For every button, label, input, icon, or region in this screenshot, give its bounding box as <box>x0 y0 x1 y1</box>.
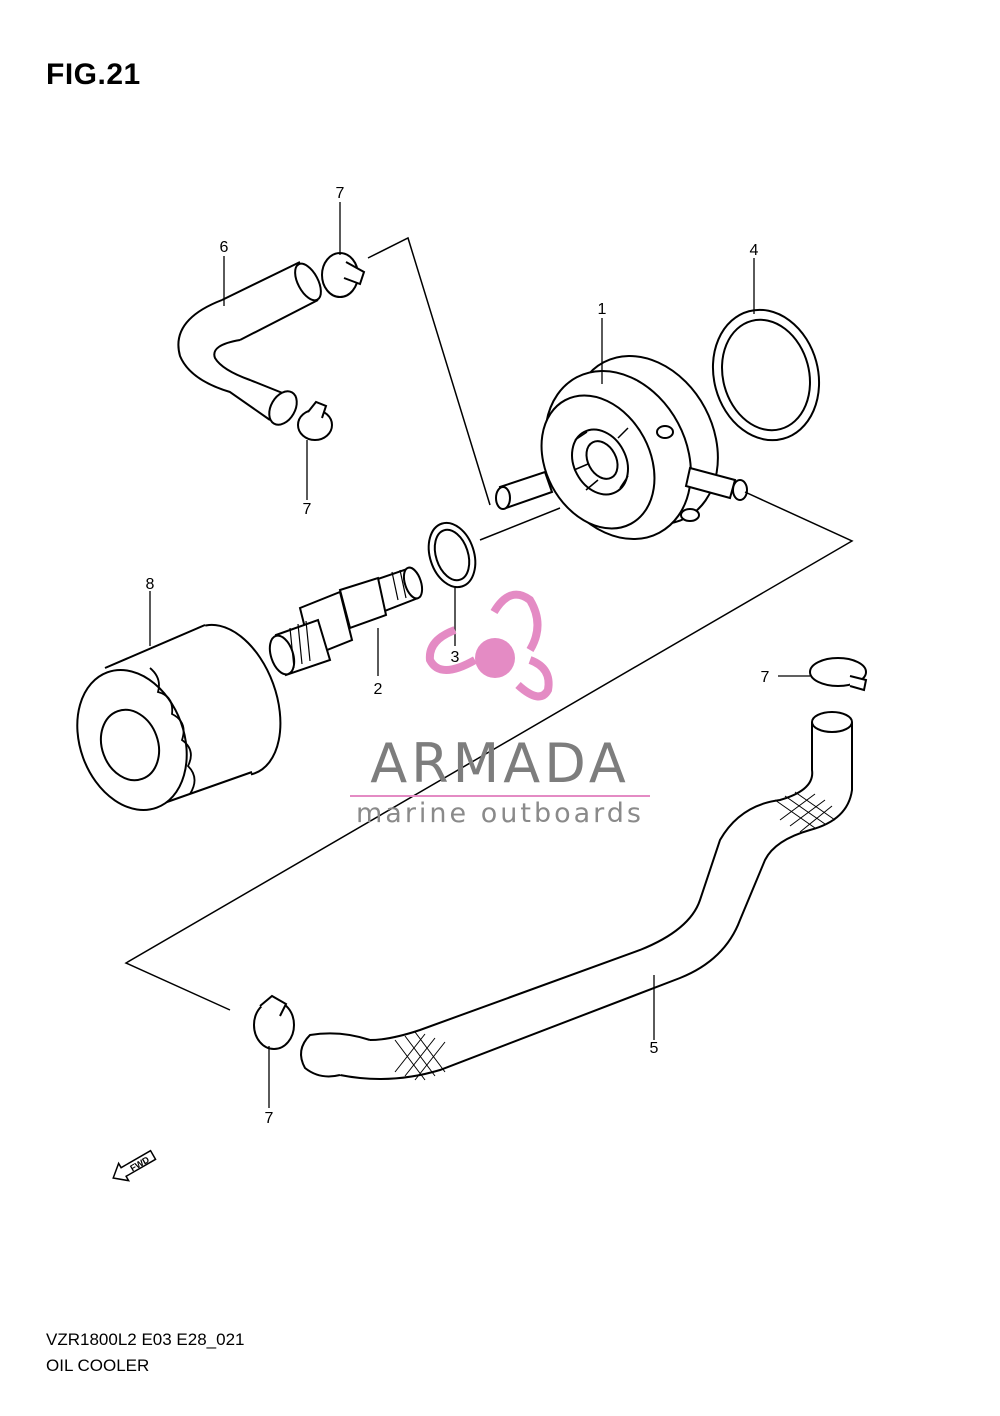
hose-clamp-top <box>321 252 366 298</box>
callout-7-lower: 7 <box>265 1110 274 1127</box>
watermark-brand: ARMADA <box>370 732 630 795</box>
callout-6: 6 <box>220 239 229 256</box>
callout-3: 3 <box>451 649 460 666</box>
callout-8: 8 <box>146 576 155 593</box>
hose-short-part <box>177 261 322 426</box>
watermark-tagline: marine outboards <box>356 798 644 829</box>
callout-7-upper-left: 7 <box>303 501 312 518</box>
section-name: OIL COOLER <box>46 1356 150 1375</box>
callout-7-right: 7 <box>761 669 770 686</box>
watermark: ARMADA marine outboards <box>350 590 650 829</box>
hose-clamp-upper-left <box>297 400 333 441</box>
propeller-icon <box>425 590 553 701</box>
callout-leader-lines <box>149 202 810 1108</box>
hose-long-part <box>300 711 853 1081</box>
callout-1: 1 <box>598 301 607 318</box>
callout-7-top: 7 <box>336 185 345 202</box>
hose-clamp-lower <box>253 994 295 1050</box>
callout-5: 5 <box>650 1040 659 1057</box>
hose-clamp-right <box>809 657 868 692</box>
callout-numbers: 1 2 3 4 5 6 7 7 7 7 8 <box>146 185 770 1127</box>
assembly-reference-lines <box>124 236 854 1011</box>
o-ring-large-part <box>711 308 821 442</box>
oil-cooler-part <box>495 354 748 541</box>
o-ring-small-part <box>427 521 477 589</box>
callout-4: 4 <box>750 242 759 259</box>
union-bolt-part <box>268 566 424 677</box>
figure-title: FIG.21 <box>46 58 141 91</box>
fwd-arrow-icon: FWD <box>112 1149 157 1182</box>
model-code: VZR1800L2 E03 E28_021 <box>46 1330 245 1349</box>
oil-filter-part <box>76 623 282 811</box>
callout-2: 2 <box>374 681 383 698</box>
